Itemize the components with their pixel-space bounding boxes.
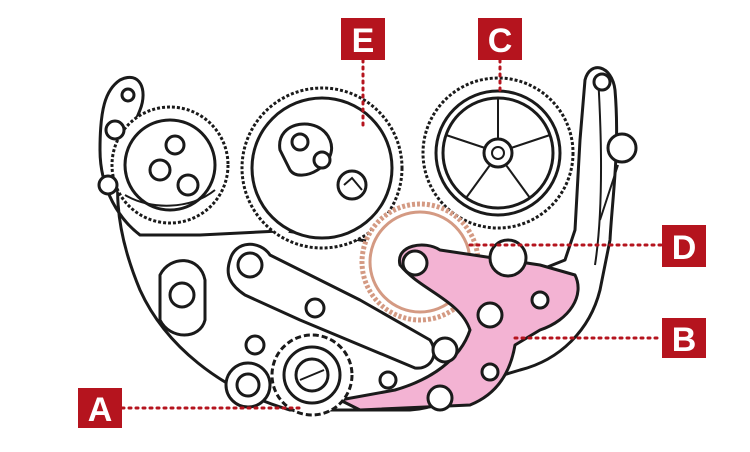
label-a-text: A [88, 391, 113, 429]
label-e-text: E [352, 22, 375, 60]
screw-left-lower [244, 334, 266, 356]
screw-barrel-1 [148, 158, 172, 182]
jewel-frame-1 [120, 87, 136, 103]
label-b: B [662, 318, 706, 359]
middle-lever [226, 242, 436, 370]
screw-barrel-3 [164, 134, 186, 156]
roller-a-inner [235, 372, 261, 398]
label-d: D [662, 225, 706, 267]
spring-wire [599, 164, 619, 221]
screw-middle-4 [378, 370, 398, 390]
label-b-text: B [672, 321, 697, 359]
label-c-text: C [488, 22, 513, 60]
screw-frame-1 [104, 119, 126, 141]
gear-c [421, 76, 575, 230]
screw-spring-top [592, 72, 612, 92]
screw-barrel-2 [176, 173, 200, 197]
pink-lever-screw-3 [480, 362, 500, 382]
pink-lever-screw-2 [530, 290, 550, 310]
screw-middle-3 [431, 336, 459, 364]
label-e: E [341, 18, 385, 60]
pink-lever-screw-1 [476, 301, 504, 329]
screw-middle-1 [236, 251, 264, 279]
screw-d-area [488, 238, 528, 278]
label-d-text: D [672, 229, 697, 267]
screw-middle-2 [304, 297, 326, 319]
pink-lever [338, 243, 580, 412]
screw-spring-mid [606, 132, 638, 164]
gear-a [270, 333, 354, 417]
screw-left-cam [168, 281, 196, 309]
pink-lever-pivot [401, 249, 429, 277]
pink-lever-screw-4 [426, 384, 454, 412]
gear-e [240, 86, 404, 250]
screw-frame-2 [97, 174, 119, 196]
label-c: C [478, 18, 522, 60]
barrel-arm [124, 189, 216, 207]
label-a: A [78, 388, 122, 429]
